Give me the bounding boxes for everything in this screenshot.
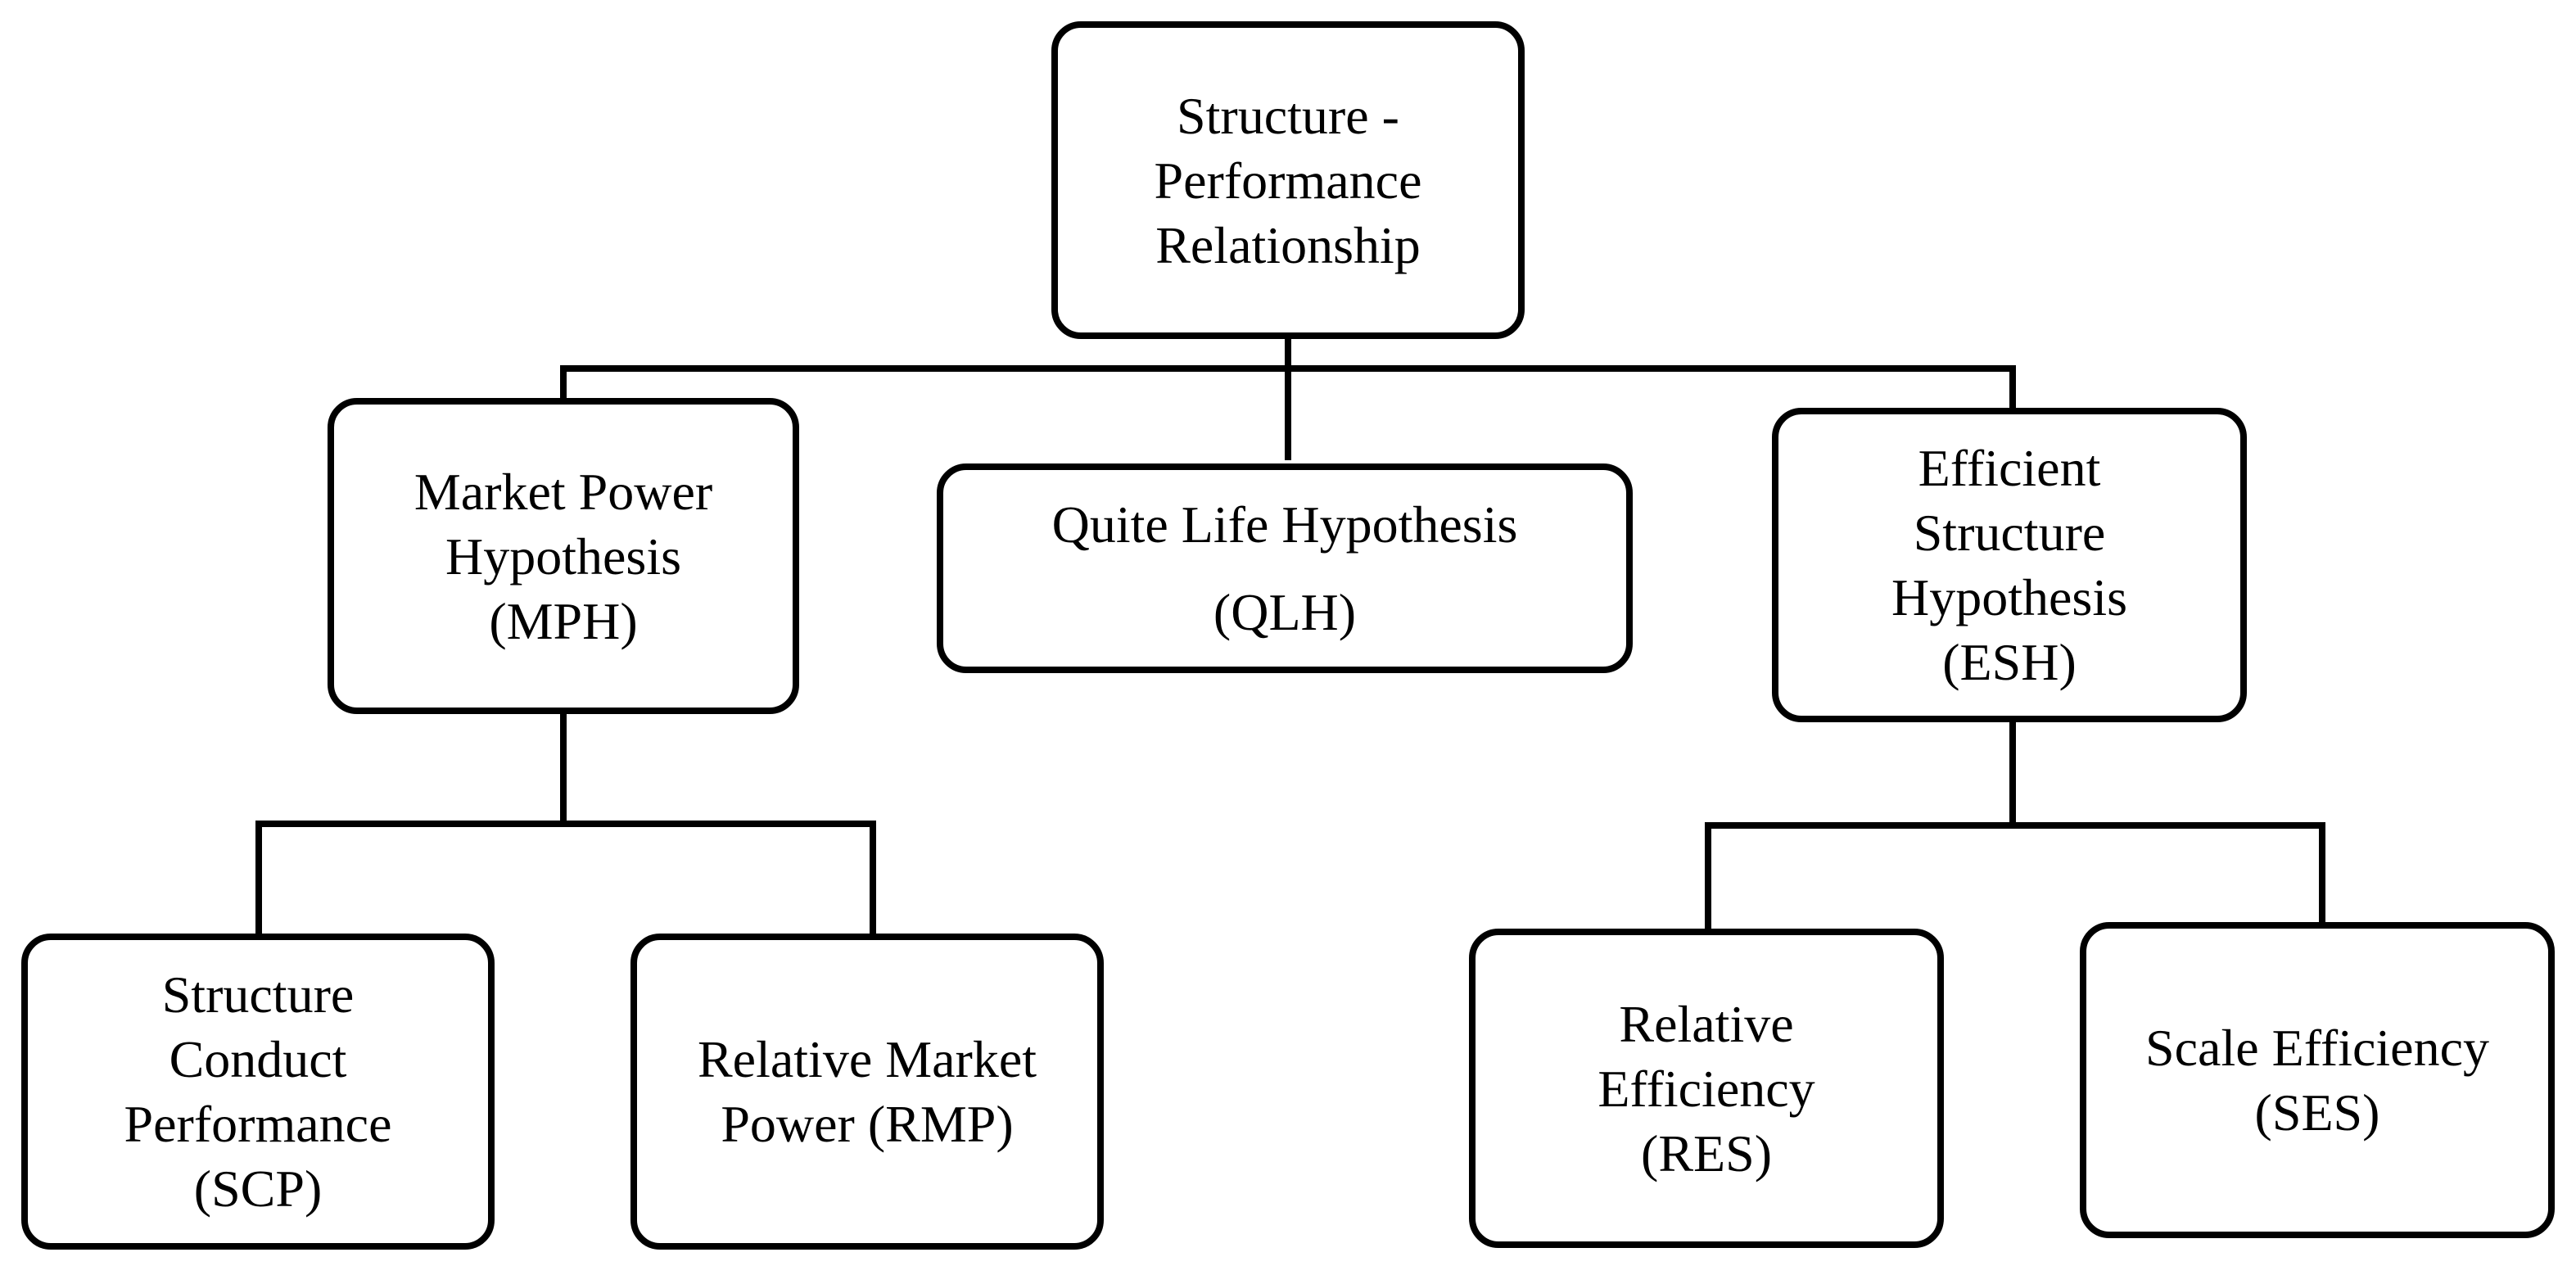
connector-second-level-bar: [560, 365, 2016, 372]
node-label-line: Efficient: [1918, 439, 2101, 497]
node-label-line: Efficiency: [1598, 1059, 1815, 1118]
node-market-power-hypothesis: Market Power Hypothesis (MPH): [328, 398, 799, 714]
connector-esh-stem: [2009, 719, 2016, 829]
connector-to-scp: [255, 821, 262, 937]
node-label-line: Hypothesis: [1891, 568, 2127, 626]
node-label-line: Conduct: [169, 1030, 347, 1088]
node-label-line: (ESH): [1942, 633, 2077, 691]
node-quite-life-hypothesis: Quite Life Hypothesis (QLH): [937, 463, 1633, 673]
node-label-line: Structure: [1913, 504, 2106, 562]
node-label-line: Performance: [1154, 151, 1422, 210]
node-efficient-structure-hypothesis: Efficient Structure Hypothesis (ESH): [1772, 408, 2247, 722]
connector-mph-bar: [255, 821, 876, 827]
connector-esh-bar: [1705, 822, 2325, 829]
connector-mph-stem: [560, 711, 567, 827]
connector-to-esh: [2009, 365, 2016, 411]
node-label-line: Structure -: [1177, 86, 1399, 145]
node-structure-conduct-performance: Structure Conduct Performance (SCP): [21, 934, 495, 1250]
node-label-line: Relative: [1619, 994, 1794, 1053]
node-label-line: (MPH): [489, 591, 638, 650]
node-relative-market-power: Relative Market Power (RMP): [630, 934, 1104, 1250]
node-label-line: (QLH): [1213, 583, 1357, 641]
node-label-line: Quite Life Hypothesis: [1051, 495, 1518, 554]
node-label-line: (SCP): [193, 1160, 323, 1218]
connector-to-mph: [560, 365, 567, 401]
node-label-line: (SES): [2254, 1083, 2380, 1142]
node-label-line: Performance: [124, 1095, 392, 1153]
connector-to-rmp: [870, 821, 876, 937]
node-label-line: Relative Market: [697, 1030, 1037, 1088]
node-label-line: Structure: [161, 965, 355, 1024]
connector-to-ses: [2319, 822, 2325, 925]
connector-to-res: [1705, 822, 1711, 932]
node-label-line: Power (RMP): [721, 1095, 1014, 1153]
node-relative-efficiency: Relative Efficiency (RES): [1469, 929, 1944, 1248]
node-label-line: (RES): [1641, 1124, 1772, 1182]
node-label-line: Relationship: [1155, 215, 1421, 274]
node-structure-performance-relationship: Structure - Performance Relationship: [1051, 21, 1525, 339]
connector-root-stem: [1285, 336, 1291, 460]
node-label-line: Hypothesis: [445, 527, 681, 586]
node-scale-efficiency: Scale Efficiency (SES): [2080, 922, 2555, 1238]
node-label-line: Market Power: [414, 462, 713, 521]
node-label-line: Scale Efficiency: [2145, 1019, 2489, 1077]
